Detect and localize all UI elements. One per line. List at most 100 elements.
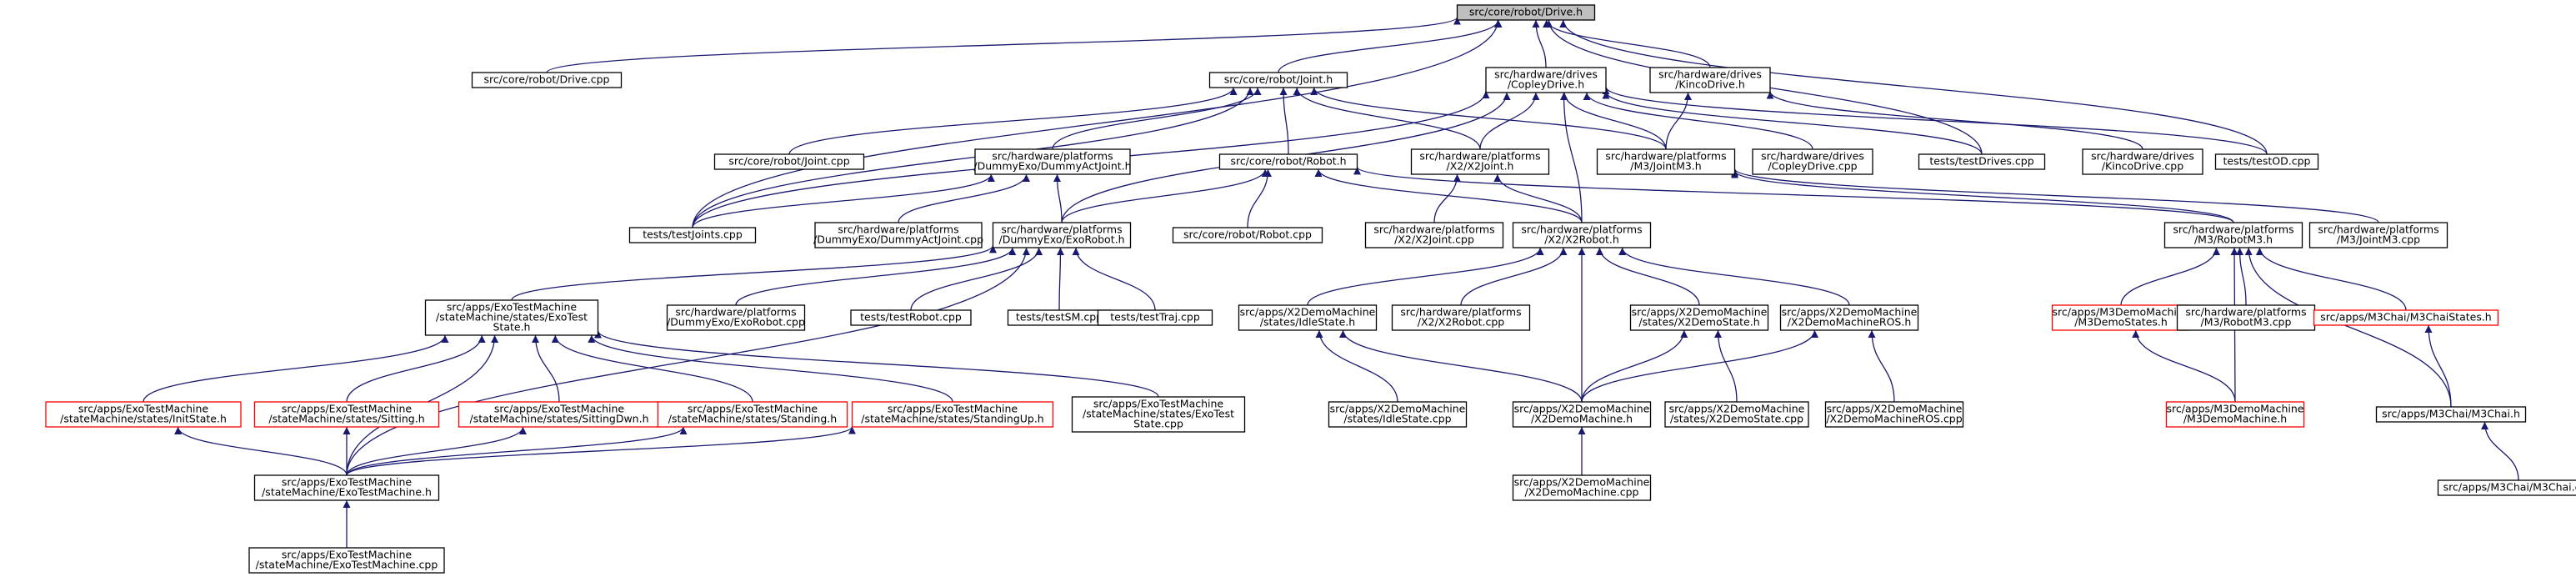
node-label-line: State.h bbox=[493, 321, 531, 334]
node-x2demoros-cpp[interactable]: src/apps/X2DemoMachine/X2DemoMachineROS.… bbox=[1824, 401, 1964, 428]
edge-x2demostate-cpp-to-x2demostate-h bbox=[1714, 329, 1738, 403]
node-label-line: src/hardware/platforms bbox=[1419, 150, 1540, 163]
node-testsm[interactable]: tests/testSM.cpp bbox=[1007, 309, 1112, 326]
edge-x2joint-cpp-to-x2joint-h bbox=[1433, 173, 1461, 223]
node-testdrives[interactable]: tests/testDrives.cpp bbox=[1918, 153, 2046, 170]
node-joint-h[interactable]: src/core/robot/Joint.h bbox=[1208, 72, 1348, 88]
edge-path bbox=[1072, 247, 1156, 311]
node-label-line: src/apps/X2DemoMachine bbox=[1240, 306, 1376, 319]
edge-path bbox=[1595, 247, 1700, 306]
edge-path bbox=[1053, 173, 1063, 223]
node-m3robot-h[interactable]: src/hardware/platforms/M3/RobotM3.h bbox=[2163, 222, 2303, 248]
node-exorobot-cpp[interactable]: src/hardware/platforms/DummyExo/ExoRobot… bbox=[666, 304, 806, 331]
node-label-line: /DummyExo/DummyActJoint.cpp bbox=[813, 233, 983, 246]
node-label-line: /states/IdleState.h bbox=[1260, 316, 1355, 329]
node-dummyactjoint-cpp[interactable]: src/hardware/platforms/DummyExo/DummyAct… bbox=[813, 222, 983, 248]
edge-path bbox=[1714, 329, 1738, 403]
node-label-line: tests/testDrives.cpp bbox=[1929, 155, 2033, 168]
edge-path bbox=[1731, 170, 2234, 223]
node-label-line: src/hardware/platforms bbox=[1605, 150, 1726, 163]
node-robot-h[interactable]: src/core/robot/Robot.h bbox=[1218, 153, 1358, 170]
node-x2demostate-cpp[interactable]: src/apps/X2DemoMachine/states/X2DemoStat… bbox=[1664, 401, 1809, 428]
node-standing-h[interactable]: src/apps/ExoTestMachine/stateMachine/sta… bbox=[657, 401, 848, 428]
node-x2idlestate-h[interactable]: src/apps/X2DemoMachine/states/IdleState.… bbox=[1238, 304, 1378, 331]
node-initstate-h[interactable]: src/apps/ExoTestMachine/stateMachine/sta… bbox=[45, 401, 242, 428]
node-label-line: /stateMachine/ExoTestMachine.cpp bbox=[256, 559, 438, 571]
edge-path bbox=[1602, 91, 1983, 155]
edge-path bbox=[346, 334, 486, 403]
node-sitting-h[interactable]: src/apps/ExoTestMachine/stateMachine/sta… bbox=[253, 401, 440, 428]
node-x2joint-cpp[interactable]: src/hardware/platforms/X2/X2Joint.cpp bbox=[1364, 222, 1504, 248]
edge-joint-h-to-drive-h bbox=[1278, 19, 1503, 73]
node-box bbox=[1328, 401, 1468, 428]
edge-exotestmachine-h-to-exorobot-h bbox=[346, 247, 1030, 476]
edge-path bbox=[1353, 166, 2234, 223]
node-testod[interactable]: tests/testOD.cpp bbox=[2214, 153, 2319, 170]
edge-path bbox=[174, 426, 348, 476]
node-m3chaistates-h[interactable]: src/apps/M3Chai/M3ChaiStates.h bbox=[2313, 309, 2499, 326]
node-copley-h[interactable]: src/hardware/drives/CopleyDrive.h bbox=[1485, 67, 1607, 93]
node-box bbox=[2214, 153, 2319, 170]
edge-x2joint-h-to-joint-h bbox=[1293, 87, 1481, 150]
edge-path bbox=[1460, 247, 1568, 306]
node-sittingdwn-h[interactable]: src/apps/ExoTestMachine/stateMachine/sta… bbox=[458, 401, 661, 428]
edge-joint-cpp-to-joint-h bbox=[788, 87, 1238, 155]
node-label-line: src/apps/ExoTestMachine bbox=[447, 301, 578, 314]
node-x2joint-h[interactable]: src/hardware/platforms/X2/X2Joint.h bbox=[1410, 148, 1550, 175]
node-box bbox=[2082, 148, 2203, 175]
node-m3demostates-h[interactable]: src/apps/M3DemoMachine/M3DemoStates.h bbox=[2051, 304, 2191, 331]
node-joint-cpp[interactable]: src/core/robot/Joint.cpp bbox=[713, 153, 865, 170]
node-exoteststate-h[interactable]: src/apps/ExoTestMachine/stateMachine/sta… bbox=[424, 299, 599, 336]
node-robot-cpp[interactable]: src/core/robot/Robot.cpp bbox=[1172, 227, 1323, 243]
node-label-line: src/apps/X2DemoMachine bbox=[1514, 403, 1650, 415]
node-x2robot-cpp[interactable]: src/hardware/platforms/X2/X2Robot.cpp bbox=[1391, 304, 1531, 331]
edge-copley-cpp-to-copley-h bbox=[1583, 92, 1813, 150]
node-exotestmachine-cpp[interactable]: src/apps/ExoTestMachine/stateMachine/Exo… bbox=[248, 547, 445, 574]
node-label-line: /states/X2DemoState.h bbox=[1638, 316, 1759, 329]
node-label-line: /stateMachine/states/InitState.h bbox=[60, 413, 227, 425]
node-x2demomachine-cpp[interactable]: src/apps/X2DemoMachine/X2DemoMachine.cpp bbox=[1512, 474, 1652, 501]
edge-path bbox=[1731, 168, 2379, 223]
node-label-line: src/hardware/platforms bbox=[675, 306, 796, 319]
node-label-line: /M3DemoMachine.h bbox=[2183, 413, 2287, 425]
edge-path bbox=[2255, 247, 2407, 311]
node-dummyactjoint-h[interactable]: src/hardware/platforms/DummyExo/DummyAct… bbox=[973, 148, 1132, 175]
node-exorobot-h[interactable]: src/hardware/platforms/DummyExo/ExoRobot… bbox=[992, 222, 1132, 248]
node-m3joint-h[interactable]: src/hardware/platforms/M3/JointM3.h bbox=[1596, 148, 1736, 175]
node-drive-h[interactable]: src/core/robot/Drive.h bbox=[1456, 4, 1596, 21]
edge-path bbox=[1433, 173, 1461, 223]
node-label-line: src/apps/ExoTestMachine bbox=[888, 403, 1018, 415]
edge-exorobot-h-to-dummyactjoint-h bbox=[1053, 173, 1063, 223]
edge-path bbox=[1602, 86, 2268, 155]
node-x2demomachine-h[interactable]: src/apps/X2DemoMachine/X2DemoMachine.h bbox=[1512, 401, 1652, 428]
edge-path bbox=[1868, 329, 1895, 403]
edge-x2demoros-h-to-x2robot-h bbox=[1618, 247, 1850, 306]
node-box bbox=[1779, 304, 1919, 331]
node-label-line: src/hardware/platforms bbox=[2173, 223, 2293, 236]
node-m3chai-h[interactable]: src/apps/M3Chai/M3Chai.h bbox=[2375, 406, 2527, 423]
node-testjoints[interactable]: tests/testJoints.cpp bbox=[628, 227, 757, 243]
node-idlestate-cpp[interactable]: src/apps/X2DemoMachine/states/IdleState.… bbox=[1328, 401, 1468, 428]
node-x2demoros-h[interactable]: src/apps/X2DemoMachine/X2DemoMachineROS.… bbox=[1779, 304, 1919, 331]
edge-robot-h-to-joint-h bbox=[1279, 87, 1289, 155]
edge-x2joint-h-to-copley-h bbox=[1479, 92, 1540, 150]
node-kinco-cpp[interactable]: src/hardware/drives/KincoDrive.cpp bbox=[2082, 148, 2203, 175]
node-m3demomachine-h[interactable]: src/apps/M3DemoMachine/M3DemoMachine.h bbox=[2165, 401, 2305, 428]
node-exoteststate-cpp[interactable]: src/apps/ExoTestMachine/stateMachine/sta… bbox=[1071, 396, 1246, 433]
edge-path bbox=[692, 87, 1254, 228]
node-m3chai-cpp[interactable]: src/apps/M3Chai/M3Chai.cpp bbox=[2437, 479, 2576, 496]
node-m3robot-cpp[interactable]: src/hardware/platforms/M3/RobotM3.cpp bbox=[2176, 304, 2316, 331]
node-x2demostate-h[interactable]: src/apps/X2DemoMachine/states/X2DemoStat… bbox=[1629, 304, 1769, 331]
node-testrobot[interactable]: tests/testRobot.cpp bbox=[850, 309, 972, 326]
node-x2robot-h[interactable]: src/hardware/platforms/X2/X2Robot.h bbox=[1512, 222, 1652, 248]
node-m3joint-cpp[interactable]: src/hardware/platforms/M3/JointM3.cpp bbox=[2308, 222, 2448, 248]
node-kinco-h[interactable]: src/hardware/drives/KincoDrive.h bbox=[1649, 67, 1771, 93]
node-standingup-h[interactable]: src/apps/ExoTestMachine/stateMachine/sta… bbox=[851, 401, 1054, 428]
node-label-line: src/apps/ExoTestMachine bbox=[282, 476, 413, 489]
node-copley-cpp[interactable]: src/hardware/drives/CopleyDrive.cpp bbox=[1752, 148, 1873, 175]
edge-path bbox=[532, 334, 560, 403]
node-drive-cpp[interactable]: src/core/robot/Drive.cpp bbox=[471, 72, 623, 88]
node-testtraj[interactable]: tests/testTraj.cpp bbox=[1097, 309, 1213, 326]
node-exotestmachine-h[interactable]: src/apps/ExoTestMachine/stateMachine/Exo… bbox=[253, 474, 440, 501]
node-label-line: src/apps/ExoTestMachine bbox=[688, 403, 818, 415]
